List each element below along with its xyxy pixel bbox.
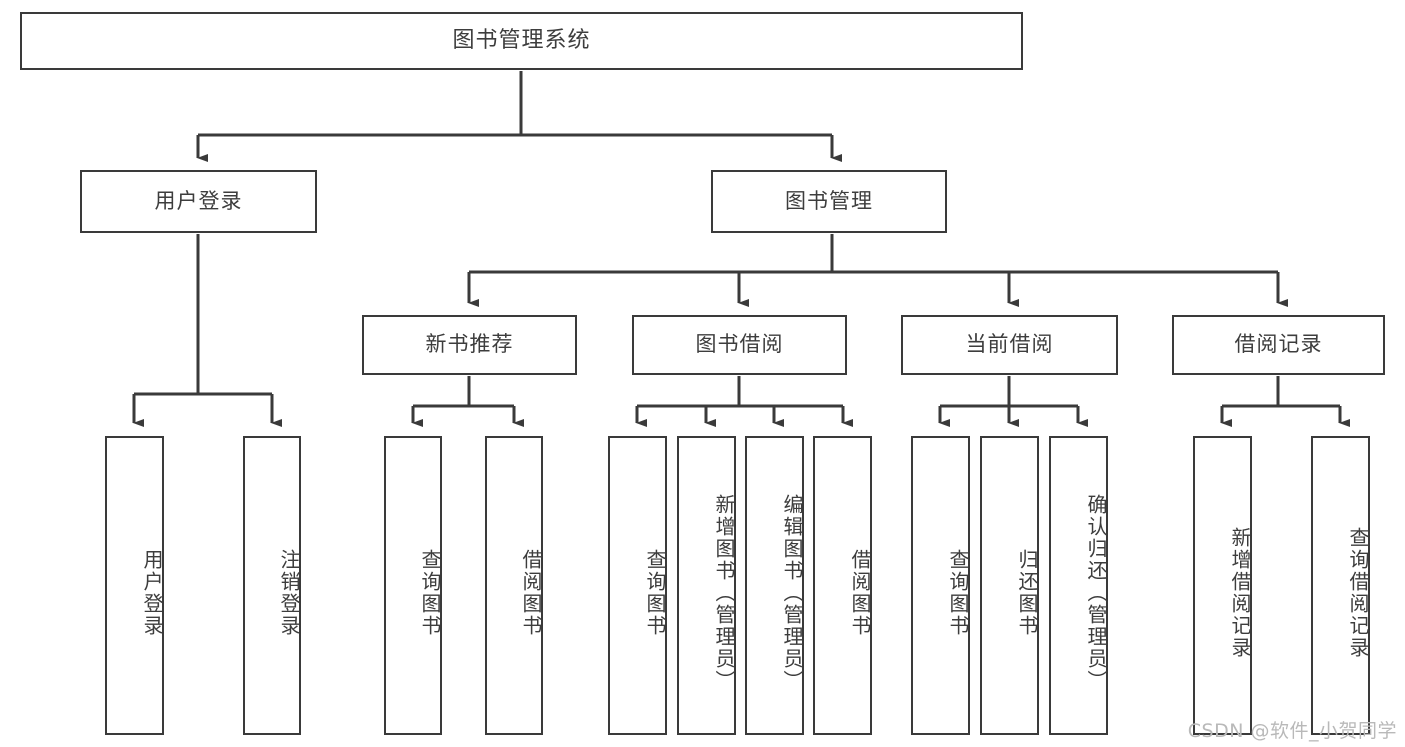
- node-label: 图书管理: [785, 188, 873, 213]
- node-leaf-query-book-1[interactable]: 查询图书: [384, 436, 442, 735]
- node-leaf-add-book[interactable]: 新增图书（管理员）: [677, 436, 736, 735]
- node-book-borrow[interactable]: 图书借阅: [632, 315, 847, 375]
- node-label: 新增图书（管理员）: [712, 493, 736, 692]
- node-borrow-record[interactable]: 借阅记录: [1172, 315, 1385, 375]
- node-current-borrow[interactable]: 当前借阅: [901, 315, 1118, 375]
- node-label: 查询图书: [643, 548, 667, 637]
- node-label: 借阅图书: [519, 548, 543, 637]
- node-label: 新书推荐: [425, 332, 514, 357]
- node-leaf-confirm-return[interactable]: 确认归还（管理员）: [1049, 436, 1108, 735]
- node-new-book-recommend[interactable]: 新书推荐: [362, 315, 577, 375]
- node-label: 查询图书: [946, 548, 970, 637]
- node-leaf-logout-login[interactable]: 注销登录: [243, 436, 301, 735]
- node-leaf-edit-book[interactable]: 编辑图书（管理员）: [745, 436, 804, 735]
- node-label: 用户登录: [140, 548, 164, 637]
- node-label: 借阅图书: [848, 548, 872, 637]
- node-book-management[interactable]: 图书管理: [711, 170, 947, 233]
- node-leaf-user-login[interactable]: 用户登录: [105, 436, 164, 735]
- node-leaf-return-book[interactable]: 归还图书: [980, 436, 1039, 735]
- csdn-watermark: CSDN @软件_小贺同学: [1187, 720, 1397, 742]
- node-leaf-query-borrow-record[interactable]: 查询借阅记录: [1311, 436, 1370, 735]
- node-label: 新增借阅记录: [1228, 526, 1252, 659]
- node-leaf-borrow-book-2[interactable]: 借阅图书: [813, 436, 872, 735]
- node-root-book-management-system[interactable]: 图书管理系统: [20, 12, 1023, 70]
- node-label: 图书借阅: [695, 332, 784, 357]
- node-leaf-borrow-book-1[interactable]: 借阅图书: [485, 436, 543, 735]
- node-label: 借阅记录: [1234, 332, 1323, 357]
- node-label: 查询图书: [418, 548, 442, 637]
- node-leaf-query-book-3[interactable]: 查询图书: [911, 436, 970, 735]
- node-label: 确认归还（管理员）: [1084, 493, 1108, 692]
- node-label: 图书管理系统: [452, 27, 591, 53]
- node-label: 注销登录: [277, 548, 301, 637]
- node-label: 用户登录: [154, 188, 243, 213]
- node-leaf-add-borrow-record[interactable]: 新增借阅记录: [1193, 436, 1252, 735]
- node-user-login[interactable]: 用户登录: [80, 170, 317, 233]
- node-label: 当前借阅: [965, 332, 1054, 357]
- node-label: 归还图书: [1015, 548, 1039, 637]
- node-leaf-query-book-2[interactable]: 查询图书: [608, 436, 667, 735]
- node-label: 编辑图书（管理员）: [780, 493, 804, 692]
- node-label: 查询借阅记录: [1346, 526, 1370, 659]
